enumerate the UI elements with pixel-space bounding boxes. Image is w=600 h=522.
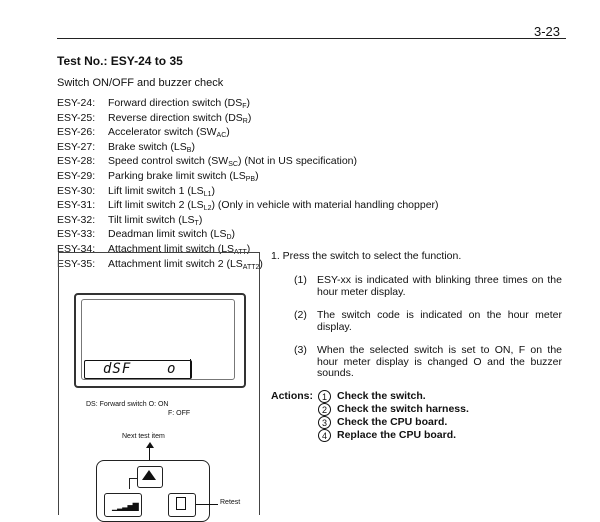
next-test-label: Next test item [122,433,165,440]
key-corner-mark [129,478,138,489]
esy-item: ESY-24:Forward direction switch (DSF) [57,97,250,110]
signal-bars-icon: ▁▂▃▅▇ [112,502,139,511]
display-window-inner [81,299,235,380]
arrow-up-icon [146,442,154,448]
esy-item: ESY-29:Parking brake limit switch (LSPB) [57,169,259,183]
instrument-panel-figure [58,252,260,515]
esy-item: ESY-31:Lift limit switch 2 (LSL2) (Only … [57,199,439,213]
pointer-line [149,444,150,461]
esy-item: ESY-30:Lift limit switch 1 (LSL1) [57,184,215,198]
esy-item: ESY-28:Speed control switch (SWSC) (Not … [57,155,357,169]
test-number-heading: Test No.: ESY-24 to 35 [57,54,183,68]
display-window [74,293,246,388]
header-rule [57,38,566,39]
esy-item: ESY-32:Tilt limit switch (LST) [57,213,203,227]
esy-item: ESY-25:Reverse direction switch (DSR) [57,111,252,125]
esy-item: ESY-33:Deadman limit switch (LSD) [57,228,236,242]
retest-label: Retest [220,499,241,506]
section-subtitle: Switch ON/OFF and buzzer check [57,77,224,89]
esy-item: ESY-35:Attachment limit switch 2 (LSATT2… [57,257,263,271]
sub-step: (2) The switch code is indicated on the … [294,309,562,333]
display-state: o [167,361,176,377]
triangle-up-icon [142,470,156,480]
esy-code-list: ESY-24:Forward direction switch (DSF) ES… [57,97,439,273]
retest-pointer-line [196,504,218,505]
hourglass-icon [176,497,186,510]
step-1: 1. Press the switch to select the functi… [271,250,462,262]
page-number: 3-23 [533,24,560,39]
display-caption: DS: Forward switch O: ON F: OFF [86,401,191,417]
sub-step: (1) ESY-xx is indicated with blinking th… [294,274,562,298]
sub-step: (3) When the selected switch is set to O… [294,344,562,379]
esy-item: ESY-27:Brake switch (LSB) [57,140,195,154]
actions-label: Actions: [271,390,313,402]
hour-meter-display: dSF o [84,360,192,379]
next-test-key[interactable] [137,466,163,488]
esy-item: ESY-26:Accelerator switch (SWAC) [57,126,230,140]
display-tick [190,359,191,378]
display-code: dSF [103,361,132,377]
